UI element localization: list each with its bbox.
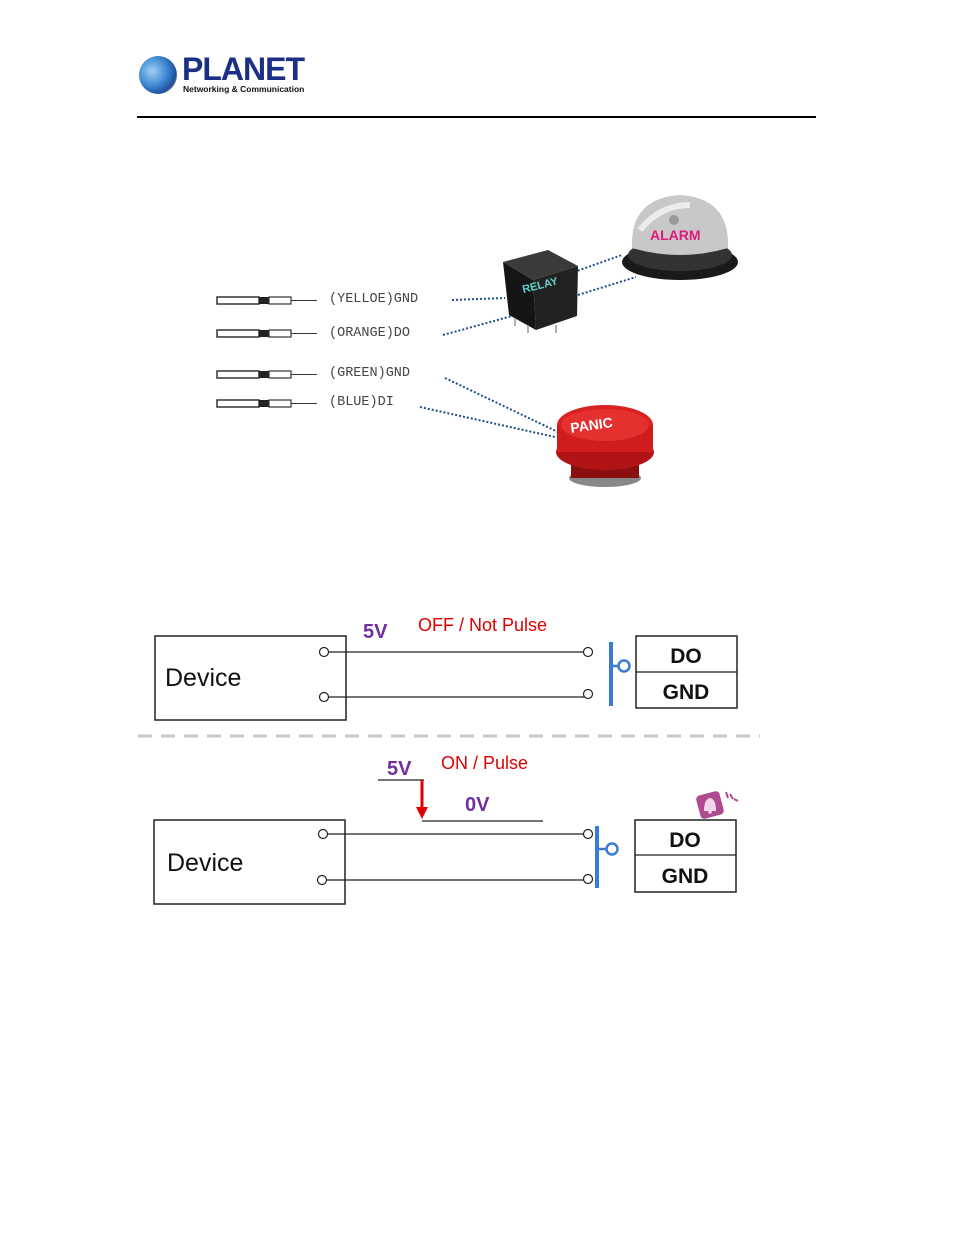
voltage-label: 5V <box>363 621 388 643</box>
terminal-do-label: DO <box>670 645 702 668</box>
voltage-low-label: 0V <box>465 794 490 816</box>
planet-logo-globe-icon <box>139 56 177 94</box>
wire-cable-icon <box>216 296 317 305</box>
terminal-gnd-label: GND <box>663 681 710 704</box>
wire-cable-icon <box>216 399 317 408</box>
terminal-circle <box>316 874 328 886</box>
state-label: OFF / Not Pulse <box>418 615 547 635</box>
do-signal-diagram: Device DO GND 5V OFF / Not Pulse 5V ON /… <box>138 615 760 905</box>
do-diagram-on: 5V ON / Pulse 0V Device DO GND <box>153 753 739 905</box>
alarm-label: ALARM <box>650 227 701 243</box>
terminal-circle <box>318 646 330 658</box>
bell-alert-icon <box>696 791 739 819</box>
connection-green-panic <box>444 377 559 433</box>
terminal-block <box>634 819 737 893</box>
connection-yellow-relay <box>451 297 506 301</box>
wiring-illustration: RELAY ALARM PANIC (YELLOE)GND (ORANGE)DO… <box>0 0 954 520</box>
state-label: ON / Pulse <box>441 753 528 773</box>
relay-icon: RELAY <box>503 250 578 333</box>
wire-cable-icon <box>216 370 317 379</box>
connection-orange-relay <box>442 315 513 336</box>
arrow-head <box>416 807 428 819</box>
terminal-circle <box>582 688 594 700</box>
planet-logo-text: PLANET <box>182 51 305 87</box>
connection-relay-alarm-1 <box>573 254 623 273</box>
device-box <box>154 635 347 721</box>
terminal-gnd-label: GND <box>662 865 709 888</box>
do-diagram-off: Device DO GND 5V OFF / Not Pulse <box>154 615 738 721</box>
terminal-circle <box>317 828 329 840</box>
wire-label-blue-di: (BLUE)DI <box>329 395 394 410</box>
wire-label-orange-do: (ORANGE)DO <box>329 326 411 341</box>
device-box <box>153 819 346 905</box>
terminal-circle <box>582 646 594 658</box>
wiring-svg: RELAY ALARM PANIC <box>216 195 738 487</box>
device-label: Device <box>165 664 241 692</box>
planet-logo-tagline: Networking & Communication <box>183 84 305 94</box>
switch-knob <box>605 842 619 856</box>
terminal-circle <box>318 691 330 703</box>
terminal-circle <box>582 828 594 840</box>
connection-relay-alarm-2 <box>577 276 637 296</box>
panic-button-icon: PANIC <box>556 405 654 487</box>
device-label: Device <box>167 849 243 877</box>
terminal-do-label: DO <box>669 829 701 852</box>
wire-label-green-gnd: (GREEN)GND <box>329 366 411 381</box>
dotted-connections <box>419 254 637 438</box>
panic-label: PANIC <box>569 414 613 436</box>
connection-blue-panic <box>419 406 556 438</box>
voltage-high-label: 5V <box>387 758 412 780</box>
wire-cable-icon <box>216 329 317 338</box>
alarm-bell-icon: ALARM <box>622 195 738 280</box>
switch-knob <box>617 659 631 673</box>
header-divider <box>137 116 816 118</box>
wire-label-yellow-gnd: (YELLOE)GND <box>329 292 419 307</box>
terminal-circle <box>582 873 594 885</box>
